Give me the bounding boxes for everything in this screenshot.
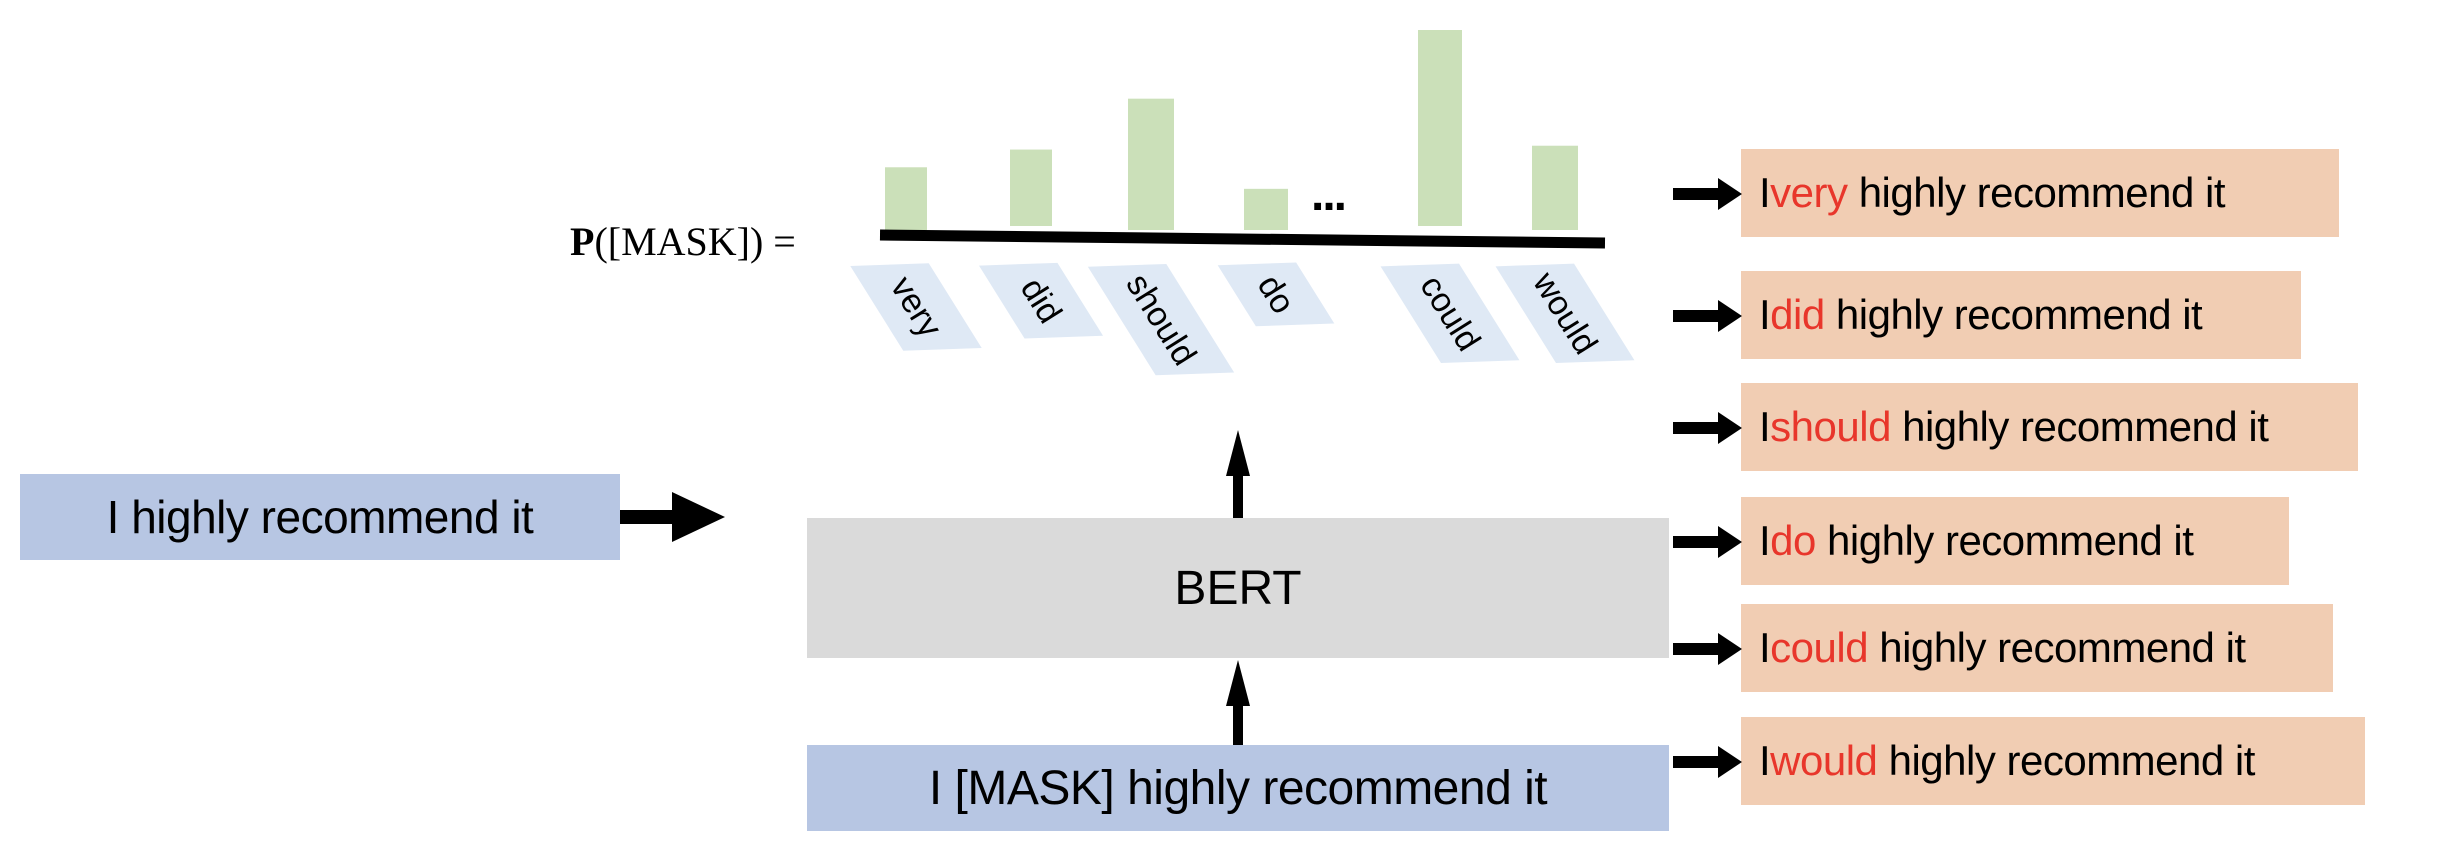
output-arrow-should (1673, 412, 1742, 444)
sentence-suffix: highly recommend it (1868, 624, 2246, 671)
token-tag-bg (1380, 263, 1520, 364)
predicted-word: very (1770, 169, 1848, 216)
bar-should (1128, 98, 1174, 231)
bar-could (1418, 30, 1462, 226)
sentence-suffix: highly recommend it (1877, 737, 2256, 784)
token-tag-should: should (1087, 263, 1235, 376)
sentence-suffix: highly recommend it (1847, 169, 2226, 216)
bert-label: BERT (1174, 561, 1302, 615)
predicted-word: did (1770, 291, 1825, 338)
sentence-suffix: highly recommend it (1824, 291, 2203, 338)
sentence-prefix: I (1759, 517, 1771, 564)
chart-axis-line (879, 229, 1606, 249)
formula-argument: ([MASK]) = (594, 219, 796, 264)
sentence-suffix: highly recommend it (1815, 517, 2194, 564)
probability-formula: P([MASK]) = (570, 218, 796, 265)
output-arrow-do (1673, 526, 1742, 558)
predicted-word: should (1770, 403, 1891, 450)
output-arrows (1673, 178, 1742, 778)
token-tag-very: very (850, 263, 982, 351)
bert-model-box: BERT (807, 518, 1669, 658)
token-tag-bg (1217, 262, 1335, 327)
predicted-word: could (1770, 624, 1869, 671)
output-sentence-could: I could highly recommend it (1741, 604, 2333, 692)
input-sentence-text: I highly recommend it (106, 491, 534, 543)
masked-to-bert-arrow (1226, 660, 1250, 745)
sentence-prefix: I (1759, 737, 1771, 784)
token-tag-bg (1495, 263, 1635, 364)
output-sentence-very: I very highly recommend it (1741, 149, 2339, 237)
predicted-word: do (1770, 517, 1816, 564)
token-tag-do: do (1217, 262, 1335, 327)
sentence-prefix: I (1759, 169, 1771, 216)
predicted-word: would (1770, 737, 1878, 784)
sentence-prefix: I (1759, 291, 1771, 338)
output-arrow-did (1673, 300, 1742, 332)
token-tag-would: would (1495, 263, 1635, 364)
token-tag-bg (978, 262, 1104, 339)
output-sentence-did: I did highly recommend it (1741, 271, 2301, 359)
sentence-suffix: highly recommend it (1890, 403, 2269, 450)
output-arrow-would (1673, 746, 1742, 778)
masked-sentence-text: I [MASK] highly recommend it (928, 761, 1548, 815)
bar-chart (885, 30, 1578, 231)
sentence-prefix: I (1759, 403, 1771, 450)
token-tag-did: did (978, 262, 1104, 339)
input-sentence-box: I highly recommend it (20, 474, 620, 560)
token-tag-could: could (1380, 263, 1520, 364)
token-tag-bg (1087, 263, 1235, 376)
output-arrow-could (1673, 633, 1742, 665)
output-arrow-very (1673, 178, 1742, 210)
input-arrow (620, 492, 725, 542)
token-tag-bg (850, 263, 982, 351)
bar-did (1010, 149, 1052, 226)
sentence-prefix: I (1759, 624, 1771, 671)
formula-prefix: P (570, 219, 595, 264)
bert-to-chart-arrow (1226, 430, 1250, 518)
bar-do (1244, 188, 1288, 230)
output-sentence-do: I do highly recommend it (1741, 497, 2289, 585)
bar-very (885, 167, 927, 230)
masked-sentence-box: I [MASK] highly recommend it (807, 745, 1669, 831)
output-sentence-would: I would highly recommend it (1741, 717, 2365, 805)
chart-ellipsis: ... (1311, 168, 1345, 221)
bar-would (1532, 145, 1578, 230)
output-sentence-should: I should highly recommend it (1741, 383, 2358, 471)
